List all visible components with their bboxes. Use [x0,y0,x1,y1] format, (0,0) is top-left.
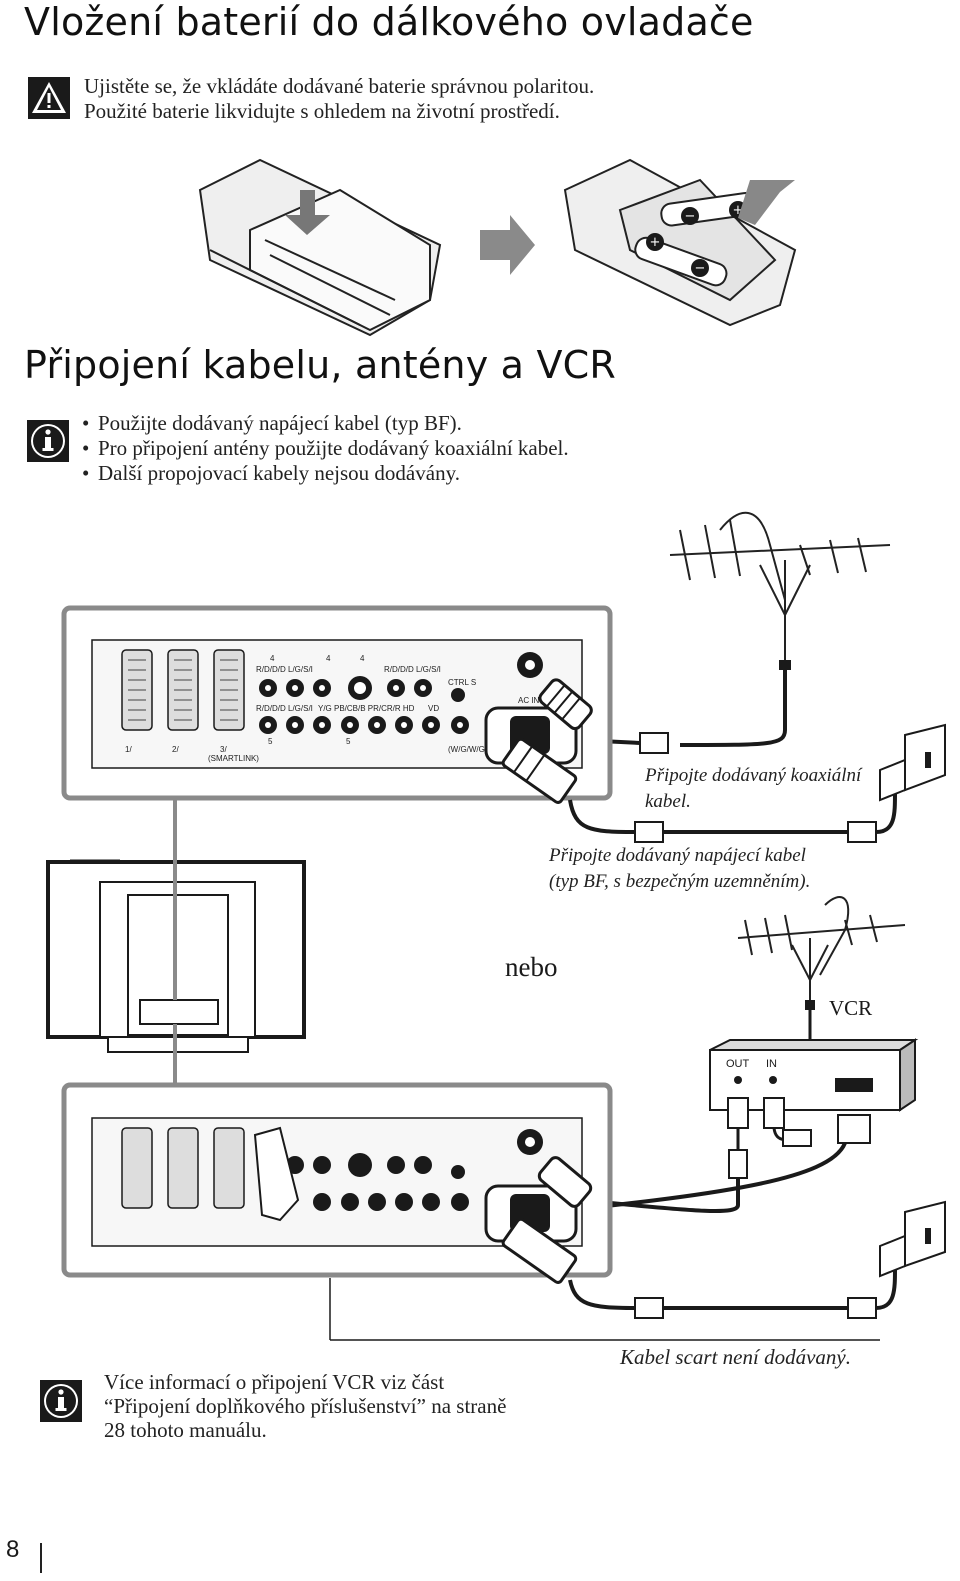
panel-label: Y/G PB/CB/B PR/CR/R HD [318,704,415,713]
info-icon [27,420,69,462]
panel-label: CTRL S [448,678,476,687]
vcr-in-label: IN [766,1058,777,1070]
connection-bullets: Použijte dodávaný napájecí kabel (typ BF… [80,411,569,486]
scart-plug-icon [837,1114,871,1144]
rca-jacks-top [259,676,469,734]
note-line: “Připojení doplňkového příslušenství” na… [104,1394,507,1418]
panel-label: 4 [360,654,365,663]
vcr-more-info: Více informací o připojení VCR viz část … [104,1370,506,1442]
panel-label: R/D/D/D L/G/S/I [256,665,313,674]
scart-note: Kabel scart není dodávaný. [620,1345,851,1369]
antenna-icon [669,511,891,660]
section-title-batteries: Vložení baterií do dálkového ovladače [24,0,754,44]
warning-line: Ujistěte se, že vkládáte dodávané bateri… [84,74,595,98]
antenna-icon [737,896,906,1000]
caption-power: Připojte dodávaný napájecí kabel (typ BF… [549,843,810,895]
power-plug-icon [501,737,578,804]
svg-text:−: − [695,261,706,276]
battery-warning: Ujistěte se, že vkládáte dodávané bateri… [84,74,594,124]
bullet-item: Pro připojení antény použijte dodávaný k… [80,436,569,461]
note-line: 28 tohoto manuálu. [104,1418,267,1442]
page-number-rule [40,1543,42,1573]
panel-label: R/D/D/D L/G/S/I [256,704,313,713]
wall-socket-icon [879,723,946,802]
panel-label: 1/ [125,745,132,754]
remote-back-cover-illustration [198,158,442,337]
info-icon [40,1380,82,1422]
caption-coax: Připojte dodávaný koaxiální kabel. [645,763,861,815]
caption-line: kabel. [645,791,691,812]
section-title-connection: Připojení kabelu, antény a VCR [24,343,616,387]
remote-battery-illustration: + − + − [198,158,797,337]
vcr-illustration [709,1038,919,1112]
vcr-out-label: OUT [726,1058,750,1070]
panel-label: (W/G/W/G) [448,745,488,754]
panel-label: 3/ [220,745,227,754]
arrow-right-icon [480,215,535,275]
arrow-insert-icon [738,180,795,225]
panel-label: 4 [326,654,331,663]
page-number: 8 [6,1536,20,1563]
panel-label: 5 [346,737,351,746]
bullet-item: Další propojovací kabely nejsou dodávány… [80,461,569,486]
panel-label: VD [428,704,439,713]
caption-line: Připojte dodávaný koaxiální [645,765,862,786]
warning-line: Použité baterie likvidujte s ohledem na … [84,99,560,123]
panel-label: 2/ [172,745,179,754]
battery-minus-icon [681,207,699,225]
svg-text:−: − [685,209,696,224]
or-label: nebo [505,952,558,982]
wall-socket-icon [879,1200,946,1278]
panel-label: (SMARTLINK) [208,754,259,763]
arrow-down-icon [285,190,330,235]
caption-line: Připojte dodávaný napájecí kabel [549,845,806,866]
panel-label: 5 [268,737,273,746]
caption-line: (typ BF, s bezpečným uzemněním). [549,871,811,892]
connection-diagram: 4 4 4 R/D/D/D L/G/S/I R/D/D/D L/G/S/I R/… [46,511,946,1341]
panel-label: 4 [270,654,275,663]
warning-triangle-icon [28,77,70,119]
coax-plug-icon [538,678,593,731]
svg-text:+: + [650,235,661,250]
vcr-label: VCR [829,996,873,1020]
panel-label: AC IN [518,696,540,705]
svg-text:+: + [733,203,744,218]
panel-label: R/D/D/D L/G/S/I [384,665,441,674]
note-line: Více informací o připojení VCR viz část [104,1370,445,1394]
bullet-item: Použijte dodávaný napájecí kabel (typ BF… [80,411,569,436]
